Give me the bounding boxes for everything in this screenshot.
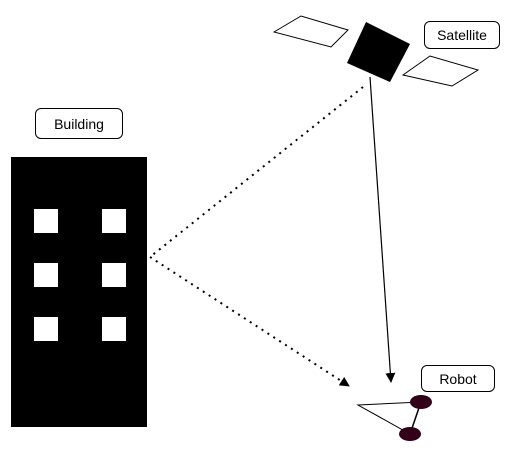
robot-label: Robot bbox=[421, 365, 495, 392]
satellite-label: Satellite bbox=[424, 21, 500, 49]
building-icon bbox=[11, 157, 147, 427]
robot-wheel bbox=[410, 395, 432, 409]
robot-icon bbox=[356, 395, 432, 441]
window bbox=[34, 209, 58, 233]
satellite-building-dotted-line bbox=[149, 86, 364, 258]
window bbox=[102, 317, 126, 341]
satellite-icon bbox=[272, 15, 480, 87]
robot-wheel bbox=[399, 427, 421, 441]
window bbox=[102, 263, 126, 287]
building-robot-dotted-arrow bbox=[149, 256, 350, 387]
building-label: Building bbox=[35, 108, 123, 139]
window bbox=[34, 263, 58, 287]
window bbox=[34, 317, 58, 341]
window bbox=[102, 209, 126, 233]
satellite-robot-arrow bbox=[369, 76, 396, 383]
